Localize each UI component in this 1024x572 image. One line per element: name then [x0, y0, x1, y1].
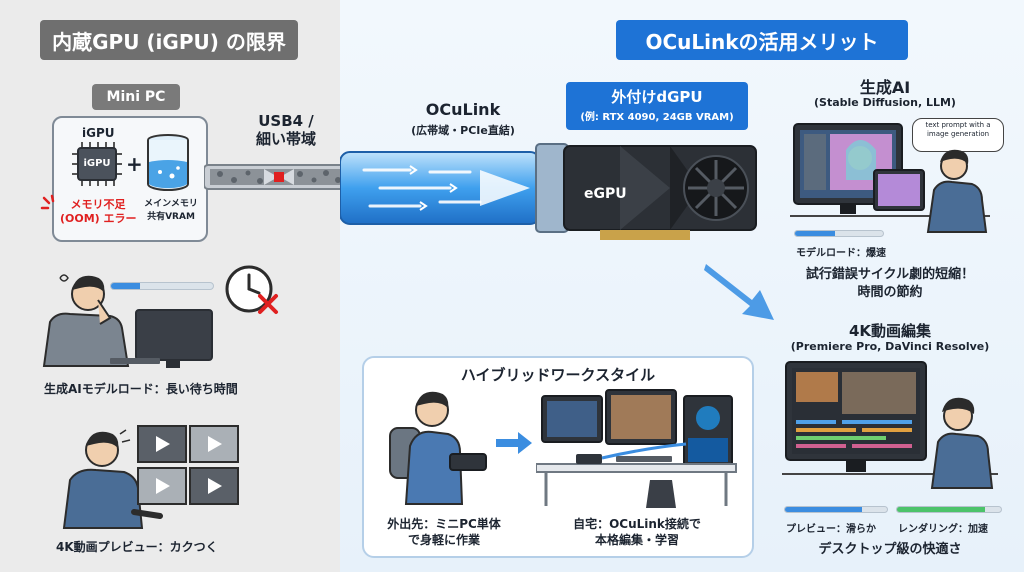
- usb4-cable-icon: [203, 152, 355, 202]
- video-stutter-caption: 4K動画プレビュー：カクつく: [56, 540, 218, 554]
- igpu-label: iGPU: [82, 126, 115, 140]
- video-workstation-icon: [782, 360, 998, 490]
- arrow-right-icon: [494, 430, 534, 456]
- plus-sign: +: [126, 152, 143, 176]
- video-user-icon: [60, 420, 260, 530]
- render-bar: [896, 506, 1002, 513]
- preview-bar: [784, 506, 888, 513]
- egpu-title: 外付けdGPU: [611, 88, 703, 106]
- arrow-down-right-icon: [700, 254, 780, 324]
- render-label: レンダリング：加速: [898, 524, 988, 535]
- genai-cycle-line1: 試行錯誤サイクル劇的短縮！: [805, 267, 975, 282]
- genai-cycle-text: 試行錯誤サイクル劇的短縮！ 時間の節約: [770, 266, 1010, 302]
- genai-bubble-text: text prompt with a image generation: [925, 121, 991, 138]
- hybrid-out-line1: 外出先：ミニPC単体: [387, 517, 501, 531]
- hybrid-home-caption: 自宅：OCuLink接続で 本格編集・学習: [552, 516, 722, 548]
- genai-workstation-icon: [790, 120, 990, 240]
- usb4-line2: 細い帯域: [255, 130, 316, 148]
- genai-cycle-line2: 時間の節約: [857, 285, 923, 300]
- oom-line1: メモリ不足: [70, 198, 126, 211]
- genai-slow-caption: 生成AIモデルロード：長い待ち時間: [44, 382, 238, 396]
- oculink-sub: (広帯域・PCIe直結): [411, 124, 515, 137]
- stuttering-video-frames-icon: [136, 424, 240, 506]
- igpu-chip-text: iGPU: [83, 158, 111, 169]
- genai-title: 生成AI: [859, 78, 911, 97]
- render-bar-fill: [897, 507, 986, 512]
- oom-line2: (OOM) エラー: [60, 212, 137, 225]
- genai-sub: (Stable Diffusion, LLM): [814, 96, 956, 109]
- model-load-bar: [794, 230, 884, 237]
- video-monitor-icon: [140, 472, 220, 480]
- shared-line1: メインメモリ: [144, 199, 198, 209]
- video-title: 4K動画編集: [848, 322, 932, 340]
- hybrid-home-line1: 自宅：OCuLink接続で: [573, 517, 701, 531]
- left-title: 内蔵GPU (iGPU) の限界: [40, 20, 298, 60]
- video-footer: デスクトップ級の快適さ: [818, 542, 962, 557]
- minipc-label: Mini PC: [92, 84, 180, 110]
- oom-error-label: メモリ不足 (OOM) エラー: [60, 198, 137, 226]
- egpu-card-icon: [560, 140, 760, 250]
- oculink-cable-icon: [339, 140, 570, 236]
- hybrid-out-caption: 外出先：ミニPC単体 で身軽に作業: [374, 516, 514, 548]
- usb4-label: USB4 / 細い帯域: [242, 112, 330, 148]
- error-x-icon: [256, 292, 280, 316]
- shared-vram-label: メインメモリ 共有VRAM: [138, 198, 204, 224]
- video-sub: (Premiere Pro, DaVinci Resolve): [790, 340, 990, 353]
- shared-memory-tank-icon: [146, 134, 190, 192]
- shared-line2: 共有VRAM: [147, 212, 195, 222]
- genai-bubble: [912, 118, 1004, 152]
- hybrid-title: ハイブリッドワークスタイル: [460, 366, 656, 384]
- center-title: OCuLinkの活用メリット: [616, 20, 908, 60]
- warning-burst-icon: [40, 194, 64, 218]
- egpu-card-text: eGPU: [584, 186, 627, 202]
- igpu-chip-icon: [72, 142, 122, 186]
- model-load-bar-fill: [795, 231, 835, 236]
- hybrid-out-line2: で身軽に作業: [407, 533, 480, 547]
- frustrated-user-icon: [40, 266, 270, 370]
- loading-bar-slow: [110, 282, 214, 290]
- traveler-icon: [382, 386, 492, 506]
- clock-icon: [222, 262, 280, 320]
- oculink-label: OCuLink: [425, 100, 501, 119]
- preview-bar-fill: [785, 507, 862, 512]
- home-desk-icon: [535, 384, 746, 508]
- hybrid-home-line2: 本格編集・学習: [594, 533, 679, 547]
- egpu-title-box: [566, 82, 748, 130]
- egpu-sub: (例: RTX 4090, 24GB VRAM): [580, 112, 734, 123]
- model-load-label: モデルロード：爆速: [796, 248, 886, 259]
- preview-label: プレビュー：滑らか: [786, 524, 876, 535]
- usb4-line1: USB4 /: [258, 112, 314, 130]
